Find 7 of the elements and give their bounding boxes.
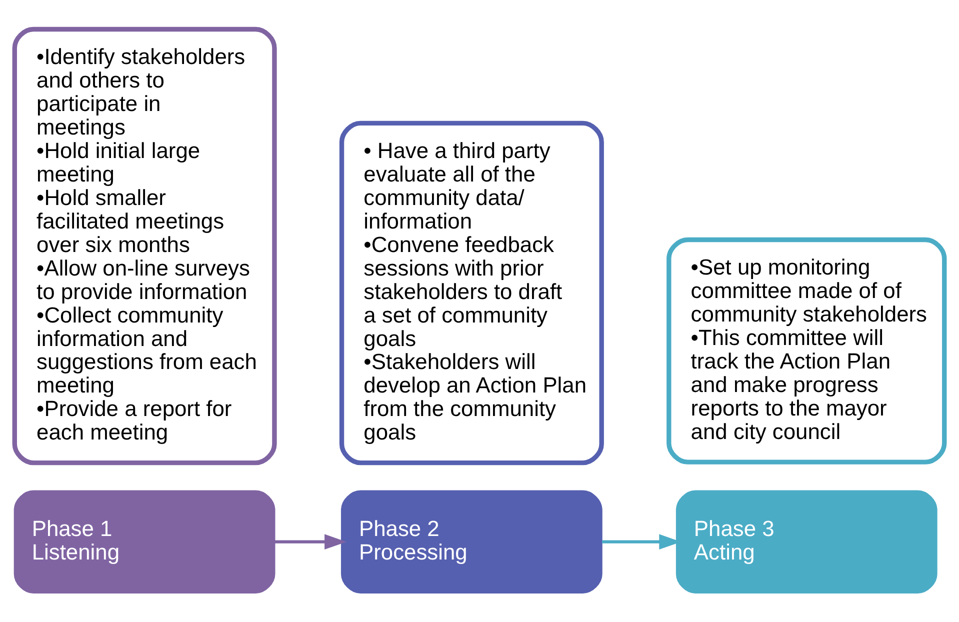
arrow [274, 534, 346, 550]
node-box: • Have a third party evaluate all of the community data/ information •Convene feedback sessions with prior stakeholders to draft a set of community goals •Stakeholders will develop an Action Plan from the community goals [339, 120, 604, 466]
node-box: •Identify stakeholders and others to participate in meetings •Hold initial large meeting •Hold smaller facilitated meetings over six months •Allow on-line surveys to provide information •Collect community information and suggestions from each meeting •Provide a report for each meeting [12, 26, 277, 466]
node-box: Phase 1 Listening [14, 490, 276, 594]
node-box: •Set up monitoring committee made of of community stakeholders •This committee will track the Action Plan and make progress reports to the mayor and city council [666, 237, 947, 464]
node-box: Phase 2 Processing [340, 490, 602, 594]
node-box: Phase 3 Acting [676, 490, 938, 594]
